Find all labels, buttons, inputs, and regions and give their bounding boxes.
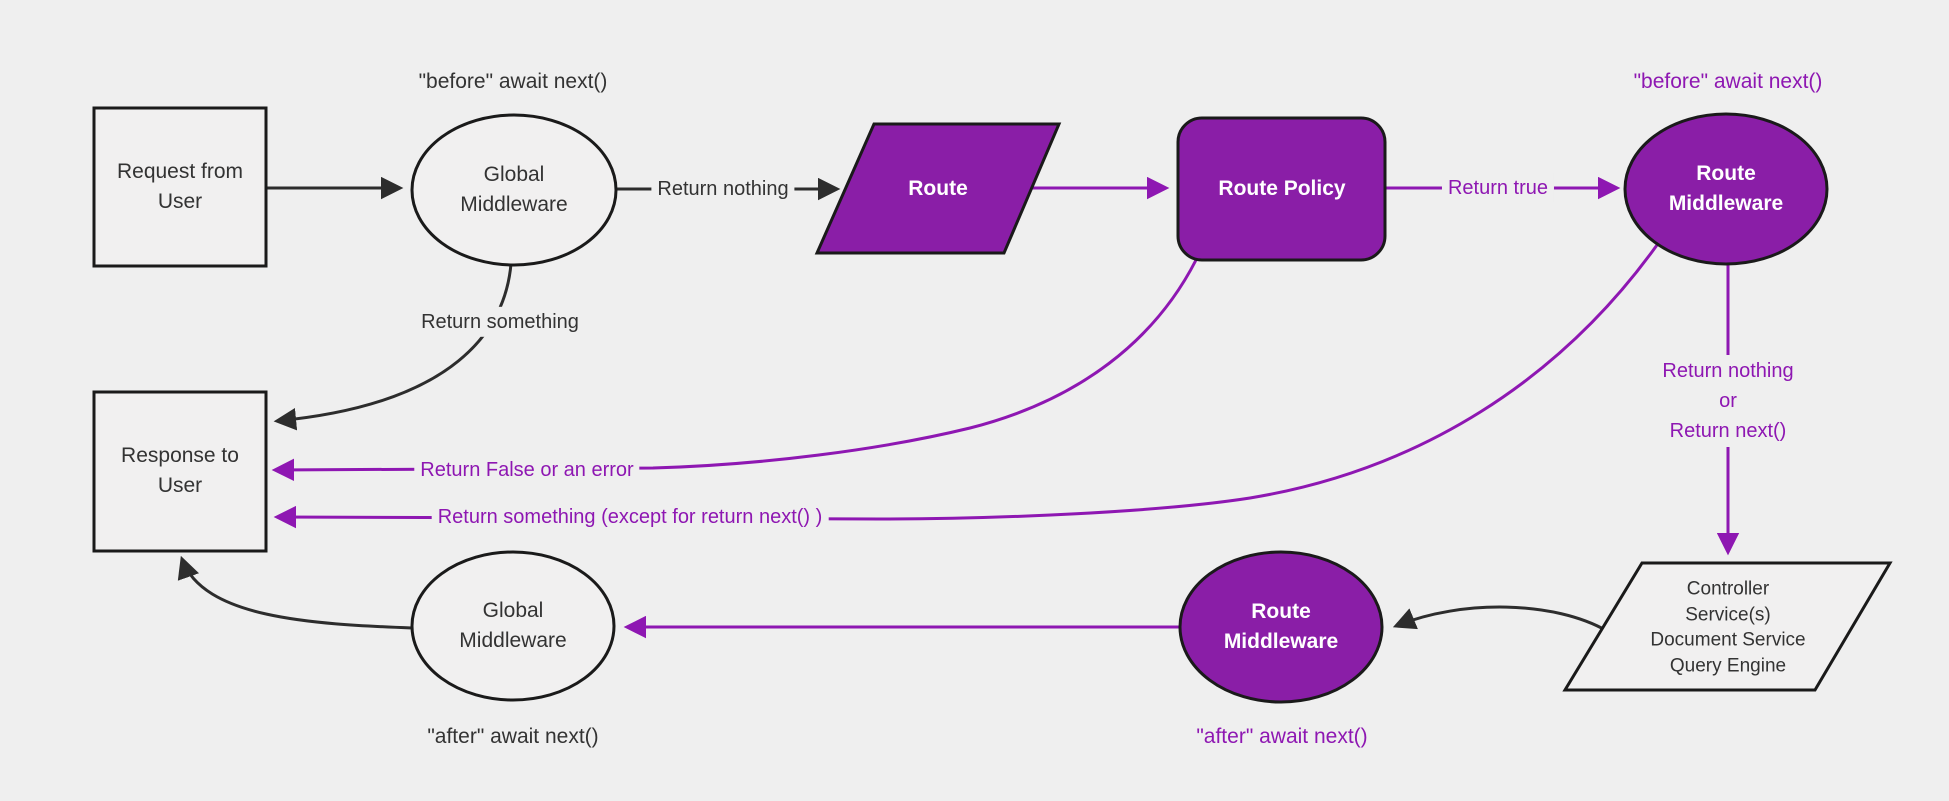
global-middleware-bottom-label: Global Middleware: [459, 599, 567, 652]
edge-global-mw-bottom-to-response: [177, 555, 413, 630]
route-policy-node-shape: [1176, 116, 1387, 262]
edge-label-return-nothing: Return nothing: [651, 173, 795, 205]
request-node-label: Request from User: [116, 160, 244, 213]
edge-global-mw-return-something: [273, 263, 513, 431]
route-middleware-top-shape: [1623, 112, 1829, 266]
response-node-label: Response to User: [121, 444, 239, 497]
route-policy-node-label: Route Policy: [1218, 177, 1346, 201]
annotation-after-route-middleware: "after" await next(): [1196, 725, 1368, 749]
annotation-after-global-middleware: "after" await next(): [427, 725, 599, 749]
edge-label-return-false-or-error: Return False or an error: [414, 454, 640, 486]
route-node-shape: [814, 122, 1062, 255]
controller-node-shape: [1562, 561, 1893, 692]
route-middleware-bottom-shape: [1178, 550, 1384, 704]
annotation-before-route-middleware: "before" await next(): [1633, 70, 1823, 94]
edge-controller-to-route-mw-bottom: [1392, 605, 1608, 633]
edge-label-return-something: Return something: [415, 306, 585, 338]
response-node-shape: [92, 390, 268, 553]
global-middleware-top-shape: [410, 113, 618, 267]
edge-label-return-true: Return true: [1441, 172, 1555, 204]
edge-label-return-something-except: Return something (except for return next…: [431, 501, 829, 533]
global-middleware-top-label: Global Middleware: [460, 163, 568, 216]
edge-route-policy-return-false: [271, 259, 1198, 482]
request-node-shape: [92, 106, 268, 268]
edge-route-mw-return-something-except: [273, 244, 1659, 529]
route-middleware-top-label: Route Middleware: [1668, 162, 1784, 215]
route-middleware-bottom-label: Route Middleware: [1223, 600, 1339, 653]
controller-node-label: Controller Service(s) Document Service Q…: [1650, 578, 1806, 677]
annotation-before-global-middleware: "before" await next(): [418, 70, 608, 94]
route-node-label: Route: [908, 177, 968, 201]
global-middleware-bottom-shape: [410, 550, 616, 702]
edge-label-return-nothing-or-next: Return nothing or Return next(): [1656, 355, 1800, 447]
